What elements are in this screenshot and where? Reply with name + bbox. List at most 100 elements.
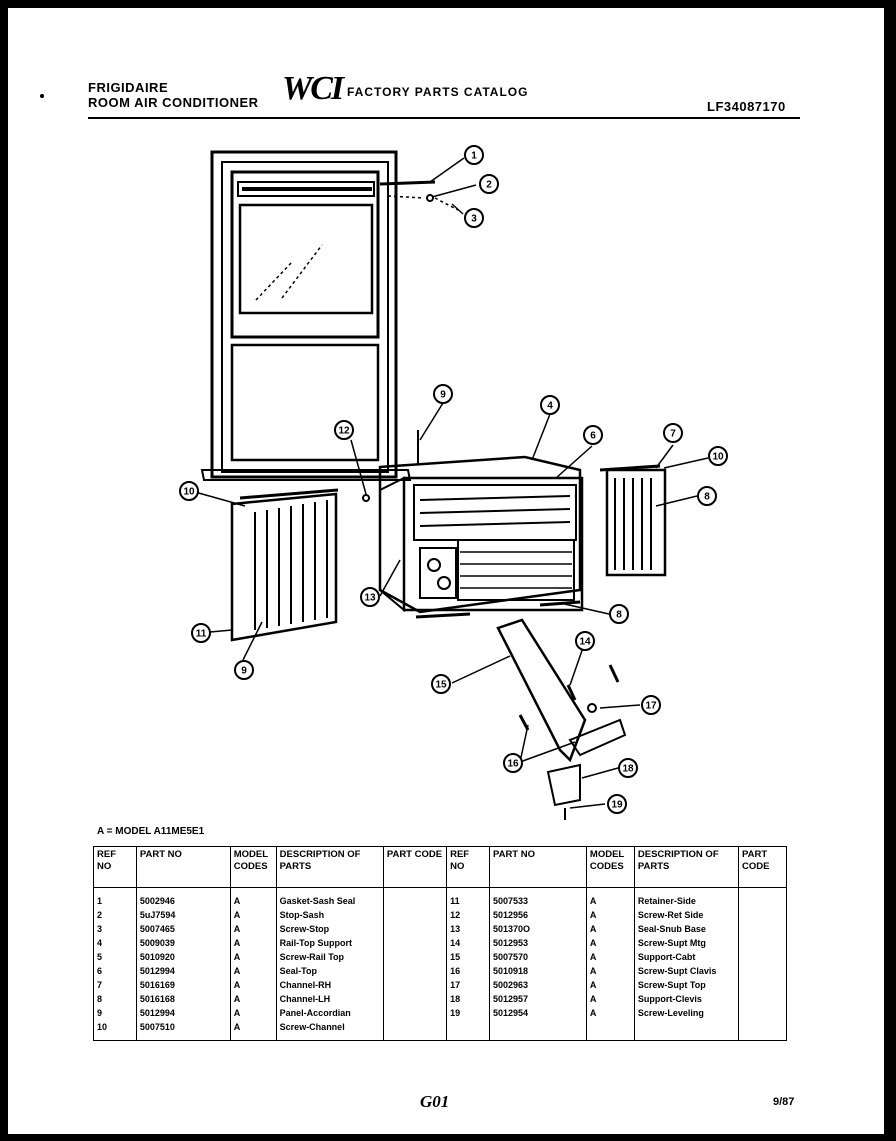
- col-model-codes: MODEL CODES: [229, 846, 277, 888]
- callout-16: 16: [503, 753, 523, 773]
- ref-cell: 9: [93, 1006, 137, 1020]
- partcode-cell: [737, 950, 788, 964]
- callout-8: 8: [697, 486, 717, 506]
- part-cell: 5012954: [488, 1006, 587, 1020]
- callout-10: 10: [708, 446, 728, 466]
- svg-text:9: 9: [241, 666, 247, 677]
- code-cell: A: [585, 950, 635, 964]
- part-cell: 5016169: [135, 978, 231, 992]
- ref-cell: 17: [446, 978, 490, 992]
- callout-18: 18: [618, 758, 638, 778]
- ref-cell: 1: [93, 887, 137, 908]
- ref-cell: 18: [446, 992, 490, 1006]
- svg-text:18: 18: [622, 764, 634, 775]
- part-cell: 5007465: [135, 922, 231, 936]
- code-cell: A: [585, 908, 635, 922]
- svg-text:1: 1: [471, 151, 477, 162]
- model-code-note: A = MODEL A11ME5E1: [97, 826, 205, 837]
- part-cell: 5002963: [488, 978, 587, 992]
- part-cell: 5012994: [135, 964, 231, 978]
- partcode-cell: [382, 950, 448, 964]
- part-cell: 5016168: [135, 992, 231, 1006]
- page-code: G01: [420, 1092, 450, 1111]
- svg-text:15: 15: [435, 680, 447, 691]
- code-cell: A: [229, 936, 277, 950]
- code-cell: A: [229, 950, 277, 964]
- ref-cell: 10: [93, 1020, 137, 1041]
- desc-cell: [633, 1020, 739, 1041]
- left-accordion-panel: [230, 488, 339, 642]
- desc-cell: Panel-Accordian: [275, 1006, 384, 1020]
- partcode-cell: [382, 1020, 448, 1041]
- partcode-cell: [737, 1020, 788, 1041]
- partcode-cell: [382, 964, 448, 978]
- print-date: 9/87: [773, 1096, 795, 1108]
- ref-cell: 16: [446, 964, 490, 978]
- part-cell: 5002946: [135, 887, 231, 908]
- catalog-title: FACTORY PARTS CATALOG: [347, 85, 529, 99]
- part-cell: 5012957: [488, 992, 587, 1006]
- ref-cell: 7: [93, 978, 137, 992]
- col-part-code-2: PART CODE: [737, 846, 788, 888]
- ref-cell: 3: [93, 922, 137, 936]
- part-cell: 5007570: [488, 950, 587, 964]
- callout-4: 4: [540, 395, 560, 415]
- callout-14: 14: [575, 631, 595, 651]
- svg-text:8: 8: [616, 610, 622, 621]
- ref-cell: 5: [93, 950, 137, 964]
- svg-text:4: 4: [547, 401, 553, 412]
- ref-cell: 14: [446, 936, 490, 950]
- callout-15: 15: [431, 674, 451, 694]
- partcode-cell: [737, 978, 788, 992]
- col-description-2: DESCRIPTION OF PARTS: [633, 846, 739, 888]
- part-cell: 5007510: [135, 1020, 231, 1041]
- ref-cell: 12: [446, 908, 490, 922]
- wci-logo: WCI: [282, 70, 344, 107]
- support-bracket: [496, 618, 627, 820]
- col-part-no: PART NO: [135, 846, 231, 888]
- partcode-cell: [382, 908, 448, 922]
- ref-cell: 4: [93, 936, 137, 950]
- margin-dot: [40, 94, 44, 98]
- part-cell: 5007533: [488, 887, 587, 908]
- partcode-cell: [737, 922, 788, 936]
- callout-10: 10: [179, 481, 199, 501]
- svg-text:19: 19: [611, 800, 623, 811]
- svg-text:11: 11: [196, 629, 207, 640]
- ref-cell: 11: [446, 887, 490, 908]
- partcode-cell: [382, 936, 448, 950]
- code-cell: A: [229, 908, 277, 922]
- window-frame: [200, 150, 412, 481]
- callout-8: 8: [609, 604, 629, 624]
- callout-9: 9: [433, 384, 453, 404]
- ref-cell: 6: [93, 964, 137, 978]
- callout-1: 1: [464, 145, 484, 165]
- callout-2: 2: [479, 174, 499, 194]
- partcode-cell: [737, 992, 788, 1006]
- col-ref-no-2: REF NO: [446, 846, 490, 888]
- col-ref-no: REF NO: [93, 846, 137, 888]
- code-cell: A: [585, 922, 635, 936]
- part-cell: 5010918: [488, 964, 587, 978]
- col-model-codes-2: MODEL CODES: [585, 846, 635, 888]
- desc-cell: Seal-Top: [275, 964, 384, 978]
- callout-6: 6: [583, 425, 603, 445]
- desc-cell: Channel-RH: [275, 978, 384, 992]
- callout-11: 11: [191, 623, 211, 643]
- code-cell: A: [585, 978, 635, 992]
- ref-cell: 15: [446, 950, 490, 964]
- code-cell: A: [229, 1020, 277, 1041]
- partcode-cell: [382, 887, 448, 908]
- desc-cell: Screw-Rail Top: [275, 950, 384, 964]
- desc-cell: Support-Cabt: [633, 950, 739, 964]
- callout-7: 7: [663, 423, 683, 443]
- part-cell: 5010920: [135, 950, 231, 964]
- ref-cell: 19: [446, 1006, 490, 1020]
- code-cell: A: [229, 922, 277, 936]
- partcode-cell: [737, 908, 788, 922]
